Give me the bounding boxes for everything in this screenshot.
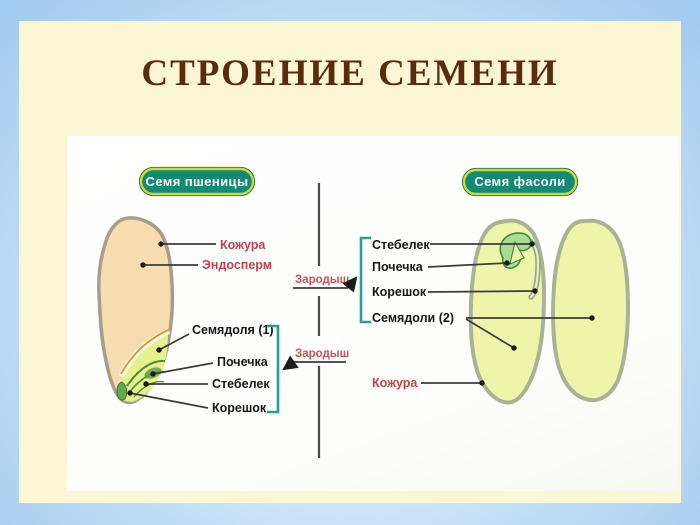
zarodysh-top-callout: Зародыш [293,274,358,293]
zarodysh-top-label: Зародыш [295,274,349,286]
bean-embryo-bracket [359,236,371,324]
wheat-label-pochechka: Почечка [217,355,269,369]
wheat-label-koreshok: Корешок [212,401,267,415]
bean-header-label: Семя фасоли [474,174,565,189]
bean-pointers [421,241,595,386]
bean-label-semyadoli: Семядоли (2) [372,311,454,325]
zarodysh-bottom-label: Зародыш [295,348,349,360]
diagram-panel: Семя пшеницы [67,136,679,491]
bean-section: Семя фасоли [359,167,631,405]
wheat-root-shape [116,381,128,401]
wheat-label-semyadolya: Семядоля (1) [192,323,274,337]
seed-structure-diagram: Семя пшеницы [97,166,631,458]
wheat-section: Семя пшеницы [97,166,280,415]
bean-seed-illustration [468,218,631,405]
bean-label-kozhura: Кожура [372,376,418,390]
bean-label-pochechka: Почечка [372,260,424,274]
slide-card: СТРОЕНИЕ СЕМЕНИ Семя пшеницы [19,21,681,503]
bean-label-koreshok: Корешок [372,285,427,299]
wheat-embryo-boundary [120,328,171,375]
wheat-label-stebelek: Стебелек [212,377,270,391]
bean-label-stebelek: Стебелек [372,238,430,252]
wheat-label-endosperm: Эндосперм [202,258,272,272]
wheat-label-kozhura: Кожура [220,238,266,252]
bean-header-pill: Семя фасоли [461,167,579,197]
zarodysh-bottom-callout: Зародыш [282,348,349,371]
wheat-embryo-bracket [267,324,280,414]
page-title: СТРОЕНИЕ СЕМЕНИ [141,53,559,94]
bean-bud-notch [509,240,525,265]
bean-cotyledon-left [468,218,547,405]
wheat-pointers [127,241,216,409]
bean-cotyledon-right [551,218,631,403]
wheat-bud-swirl-1 [126,359,166,387]
wheat-header-pill: Семя пшеницы [138,166,256,197]
wheat-header-label: Семя пшеницы [146,174,249,189]
